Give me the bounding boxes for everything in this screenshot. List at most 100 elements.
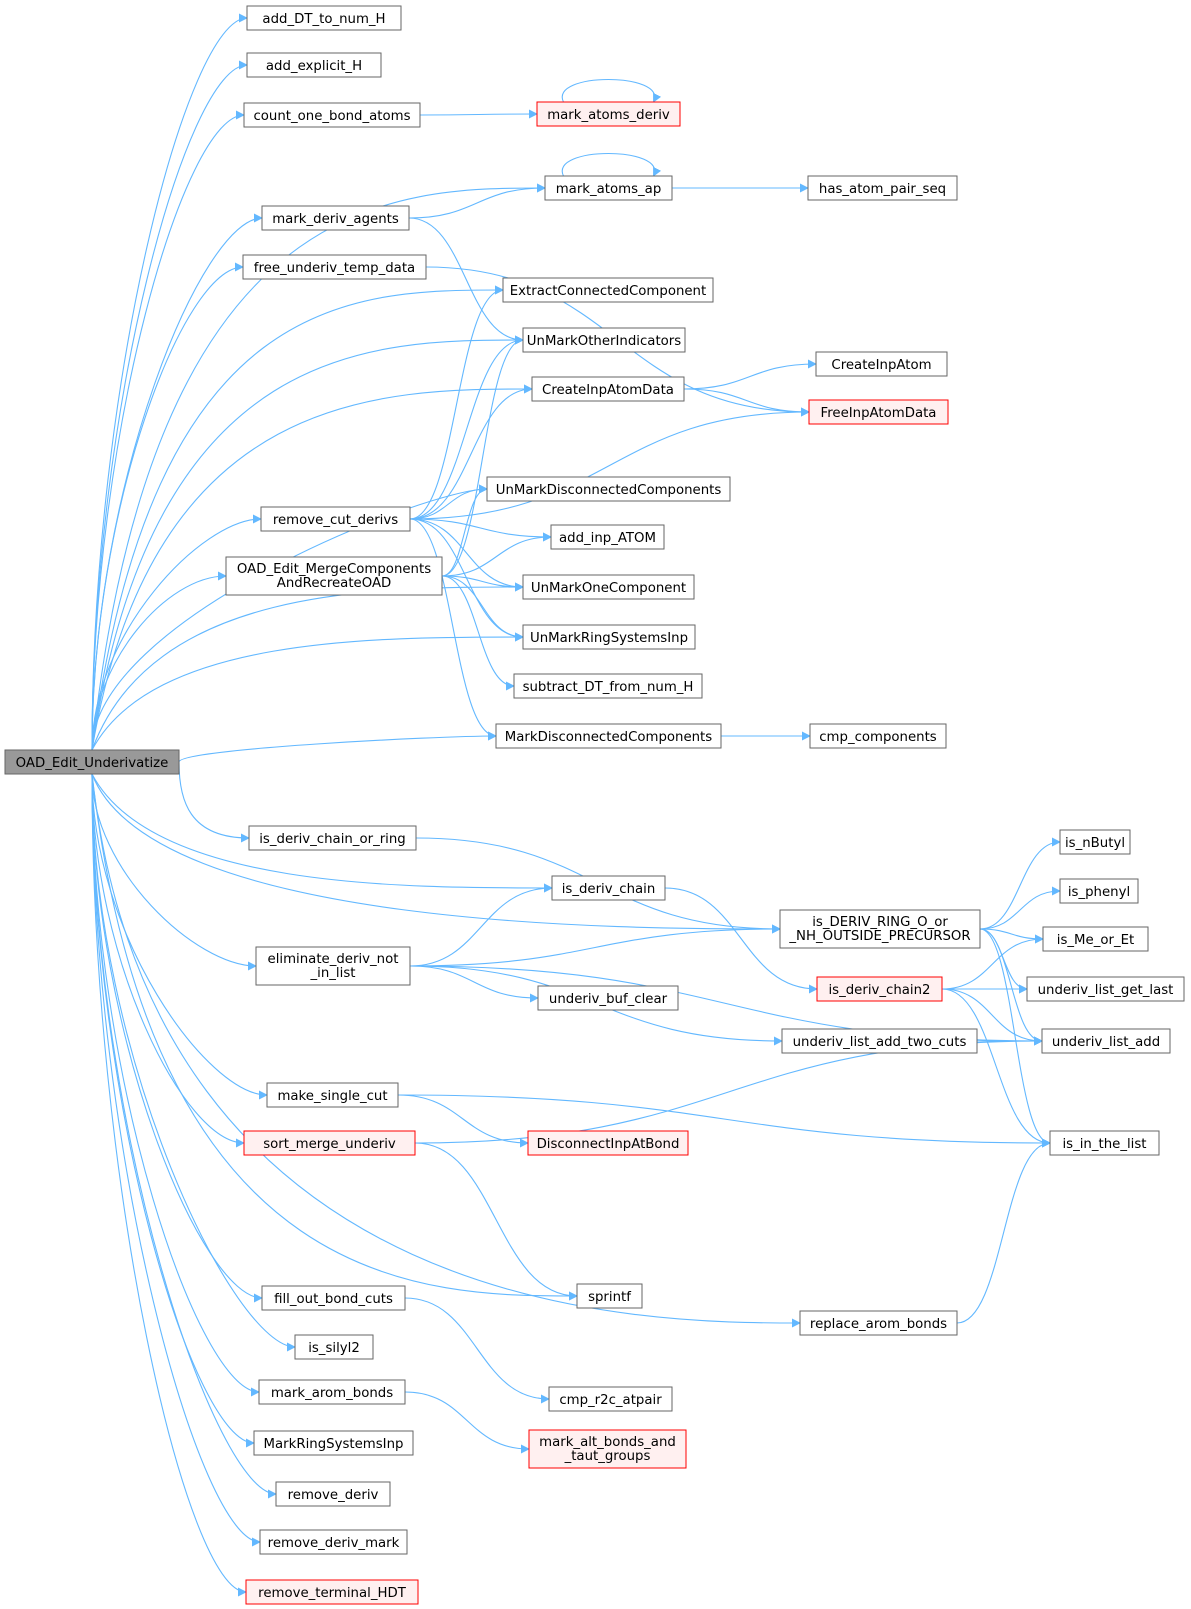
edge-remove_cut-to-unmark_disc: [409, 484, 488, 520]
node-box: [779, 909, 981, 949]
node-sort-merge[interactable]: sort_merge_underiv: [243, 1130, 416, 1156]
node-count[interactable]: count_one_bond_atoms: [243, 102, 421, 128]
node-label: count_one_bond_atoms: [253, 109, 410, 124]
node-remove-cut[interactable]: remove_cut_derivs: [260, 506, 411, 532]
node-remove-terminal[interactable]: remove_terminal_HDT: [245, 1579, 419, 1605]
node-label: subtract_DT_from_num_H: [523, 680, 694, 695]
edge-mark_agents-to-unmark_other: [408, 217, 524, 345]
node-box: [544, 175, 673, 201]
edge-mark_deriv-to-mark_deriv: [561, 78, 662, 103]
node-add-DT[interactable]: add_DT_to_num_H: [246, 5, 402, 31]
edge-root-to-add_expl: [91, 60, 248, 751]
node-mark-disc[interactable]: MarkDisconnectedComponents: [495, 723, 722, 749]
edge-remove_cut-to-extract: [409, 285, 504, 520]
edge-root-to-replace_arom: [91, 773, 801, 1328]
node-sprintf[interactable]: sprintf: [576, 1283, 643, 1309]
node-fill-out[interactable]: fill_out_bond_cuts: [261, 1285, 406, 1311]
node-has-atom[interactable]: has_atom_pair_seq: [807, 175, 958, 201]
node-label: _NH_OUTSIDE_PRECURSOR: [788, 929, 970, 944]
node-unmark-one[interactable]: UnMarkOneComponent: [522, 574, 695, 600]
node-subtract[interactable]: subtract_DT_from_num_H: [513, 673, 703, 699]
node-root[interactable]: OAD_Edit_Underivatize: [4, 749, 180, 775]
node-label: sort_merge_underiv: [263, 1137, 396, 1152]
node-box: [253, 1430, 414, 1456]
node-add-expl[interactable]: add_explicit_H: [246, 52, 382, 78]
node-label: underiv_list_add: [1052, 1035, 1160, 1050]
node-disconnect[interactable]: DisconnectInpAtBond: [527, 1130, 689, 1156]
node-box: [261, 1285, 406, 1311]
edge-remove_cut-to-add_inp: [409, 518, 552, 542]
node-create-data[interactable]: CreateInpAtomData: [531, 376, 685, 402]
edge-make_cut-to-disconnect: [397, 1094, 529, 1148]
edge-make_cut-to-in_list: [397, 1094, 1051, 1148]
node-remove-deriv-mark[interactable]: remove_deriv_mark: [259, 1529, 408, 1555]
node-add-inp[interactable]: add_inp_ATOM: [550, 524, 665, 550]
node-remove-deriv[interactable]: remove_deriv: [275, 1481, 391, 1507]
node-unmark-disc[interactable]: UnMarkDisconnectedComponents: [486, 476, 731, 502]
node-list-add[interactable]: underiv_list_add: [1041, 1028, 1171, 1054]
edge-is_chain2-to-is_me: [941, 934, 1044, 990]
node-mark-alt[interactable]: mark_alt_bonds_and_taut_groups: [528, 1429, 687, 1469]
edge-remove_cut-to-unmark_other: [409, 335, 524, 520]
node-is-chain2[interactable]: is_deriv_chain2: [816, 976, 943, 1002]
node-mark-deriv[interactable]: mark_atoms_deriv: [536, 101, 681, 127]
node-label: remove_deriv: [288, 1488, 379, 1503]
node-create-atom[interactable]: CreateInpAtom: [815, 351, 948, 377]
node-box: [243, 1130, 416, 1156]
edge-root-to-add_DT: [91, 13, 248, 751]
node-is-silyl[interactable]: is_silyl2: [294, 1334, 374, 1360]
node-is-nbutyl[interactable]: is_nButyl: [1059, 829, 1131, 855]
edge-oad_merge-to-unmark_disc: [441, 484, 488, 577]
node-box: [536, 101, 681, 127]
node-free-underiv[interactable]: free_underiv_temp_data: [242, 254, 427, 280]
node-label: eliminate_deriv_not: [268, 952, 399, 967]
node-unmark-ring[interactable]: UnMarkRingSystemsInp: [522, 624, 696, 650]
node-extract[interactable]: ExtractConnectedComponent: [502, 277, 714, 303]
node-is-chain-ring[interactable]: is_deriv_chain_or_ring: [248, 825, 417, 851]
node-cmp-r2c[interactable]: cmp_r2c_atpair: [548, 1386, 673, 1412]
node-free-data[interactable]: FreeInpAtomData: [808, 399, 949, 425]
node-box: [576, 1283, 643, 1309]
node-box: [242, 254, 427, 280]
node-label: underiv_buf_clear: [549, 992, 668, 1007]
node-replace-arom[interactable]: replace_arom_bonds: [799, 1310, 958, 1336]
node-mark-agents[interactable]: mark_deriv_agents: [261, 205, 410, 231]
edge-root-to-sort_merge: [91, 773, 245, 1148]
node-label: MarkDisconnectedComponents: [505, 730, 712, 745]
node-in-list[interactable]: is_in_the_list: [1049, 1130, 1160, 1156]
node-get-last[interactable]: underiv_list_get_last: [1026, 976, 1185, 1002]
node-mark-arom[interactable]: mark_arom_bonds: [258, 1379, 406, 1405]
node-is-phenyl[interactable]: is_phenyl: [1059, 878, 1139, 904]
node-cmp-comp[interactable]: cmp_components: [809, 723, 947, 749]
node-buf-clear[interactable]: underiv_buf_clear: [537, 985, 679, 1011]
node-label: fill_out_bond_cuts: [274, 1292, 393, 1307]
node-mark-ap[interactable]: mark_atoms_ap: [544, 175, 673, 201]
edge-count-to-mark_deriv: [419, 109, 538, 119]
edge-sort_merge-to-list_add: [414, 1036, 1043, 1144]
node-label: DisconnectInpAtBond: [537, 1137, 680, 1152]
node-label: OAD_Edit_Underivatize: [16, 756, 169, 771]
node-label: add_explicit_H: [266, 59, 362, 74]
node-is-chain[interactable]: is_deriv_chain: [551, 875, 666, 901]
node-label: cmp_r2c_atpair: [559, 1393, 662, 1408]
edge-root-to-mark_agents: [91, 213, 263, 751]
node-is-deriv-ring[interactable]: is_DERIV_RING_O_or_NH_OUTSIDE_PRECURSOR: [779, 909, 981, 949]
node-add-two[interactable]: underiv_list_add_two_cuts: [781, 1028, 978, 1054]
node-label: mark_atoms_ap: [556, 182, 662, 197]
node-mark-ring[interactable]: MarkRingSystemsInp: [253, 1430, 414, 1456]
node-unmark-other[interactable]: UnMarkOtherIndicators: [522, 327, 686, 353]
edge-root-to-is_chain_ring: [178, 761, 250, 843]
node-eliminate[interactable]: eliminate_deriv_not_in_list: [255, 946, 411, 986]
node-is-me[interactable]: is_Me_or_Et: [1042, 926, 1149, 952]
node-box: [781, 1028, 978, 1054]
edge-oad_merge-to-add_inp: [441, 532, 552, 577]
node-label: mark_arom_bonds: [271, 1386, 393, 1401]
node-box: [258, 1379, 406, 1405]
node-label: is_DERIV_RING_O_or: [812, 915, 948, 930]
node-box: [537, 985, 679, 1011]
node-make-cut[interactable]: make_single_cut: [266, 1082, 399, 1108]
edges-layer: [91, 13, 1061, 1597]
node-box: [1041, 1028, 1171, 1054]
